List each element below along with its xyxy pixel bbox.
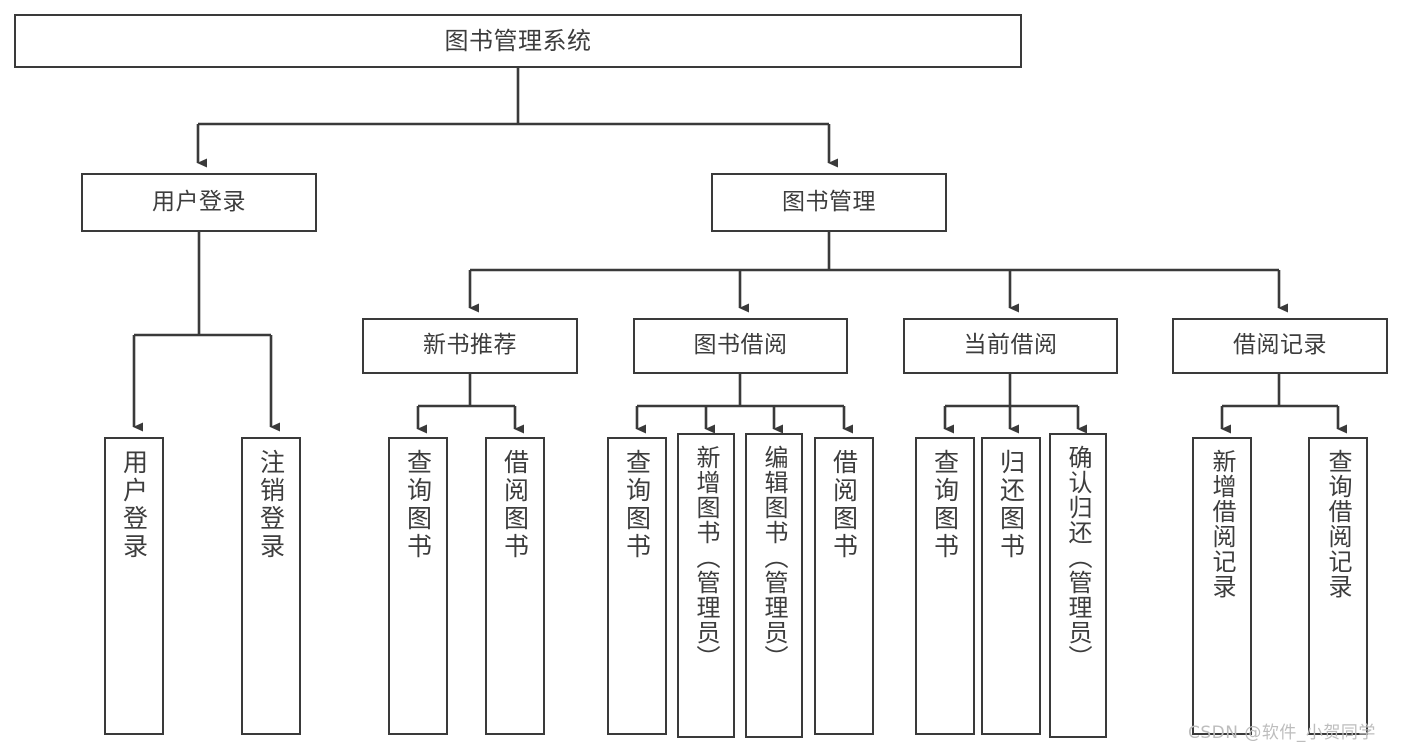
node-label: 借阅图书 [829, 449, 859, 561]
leaf-user-logout[interactable]: 注销登录 [241, 437, 301, 735]
leaf-newbook-borrow-books[interactable]: 借阅图书 [485, 437, 545, 735]
node-label: 当前借阅 [963, 332, 1058, 359]
node-label: 新增借阅记录 [1208, 449, 1236, 599]
node-label: 查询图书 [930, 449, 960, 561]
leaf-newbook-query-books[interactable]: 查询图书 [388, 437, 448, 735]
node-label: 查询图书 [403, 449, 433, 561]
node-label: 借阅图书 [500, 449, 530, 561]
node-book-management[interactable]: 图书管理 [711, 173, 947, 232]
leaf-borrow-borrow-books[interactable]: 借阅图书 [814, 437, 874, 735]
node-label: 查询图书 [622, 449, 652, 561]
node-label: 借阅记录 [1233, 332, 1327, 359]
node-user-login[interactable]: 用户登录 [81, 173, 317, 232]
leaf-records-add-record[interactable]: 新增借阅记录 [1192, 437, 1252, 735]
leaf-user-login[interactable]: 用户登录 [104, 437, 164, 735]
leaf-records-query-record[interactable]: 查询借阅记录 [1308, 437, 1368, 735]
leaf-borrow-edit-book-admin[interactable]: 编辑图书（管理员） [745, 433, 803, 738]
leaf-current-query-books[interactable]: 查询图书 [915, 437, 975, 735]
node-new-book-recommend[interactable]: 新书推荐 [362, 318, 578, 374]
node-label: 图书管理系统 [444, 26, 592, 55]
node-book-borrow[interactable]: 图书借阅 [633, 318, 848, 374]
node-label: 注销登录 [256, 449, 286, 561]
leaf-current-confirm-return-admin[interactable]: 确认归还（管理员） [1049, 433, 1107, 738]
node-system-root[interactable]: 图书管理系统 [14, 14, 1022, 68]
node-label: 图书管理 [782, 188, 876, 215]
leaf-current-return-books[interactable]: 归还图书 [981, 437, 1041, 735]
leaf-borrow-add-book-admin[interactable]: 新增图书（管理员） [677, 433, 735, 738]
node-label: 图书借阅 [693, 332, 788, 359]
node-label: 编辑图书（管理员） [760, 445, 788, 670]
node-label: 用户登录 [152, 188, 246, 215]
leaf-borrow-query-books[interactable]: 查询图书 [607, 437, 667, 735]
node-label: 新书推荐 [423, 332, 517, 359]
node-label: 新增图书（管理员） [692, 445, 720, 670]
node-current-borrow[interactable]: 当前借阅 [903, 318, 1118, 374]
node-label: 用户登录 [119, 449, 149, 561]
node-label: 查询借阅记录 [1324, 449, 1352, 599]
node-label: 归还图书 [996, 449, 1026, 561]
node-borrow-records[interactable]: 借阅记录 [1172, 318, 1388, 374]
node-label: 确认归还（管理员） [1064, 445, 1092, 670]
